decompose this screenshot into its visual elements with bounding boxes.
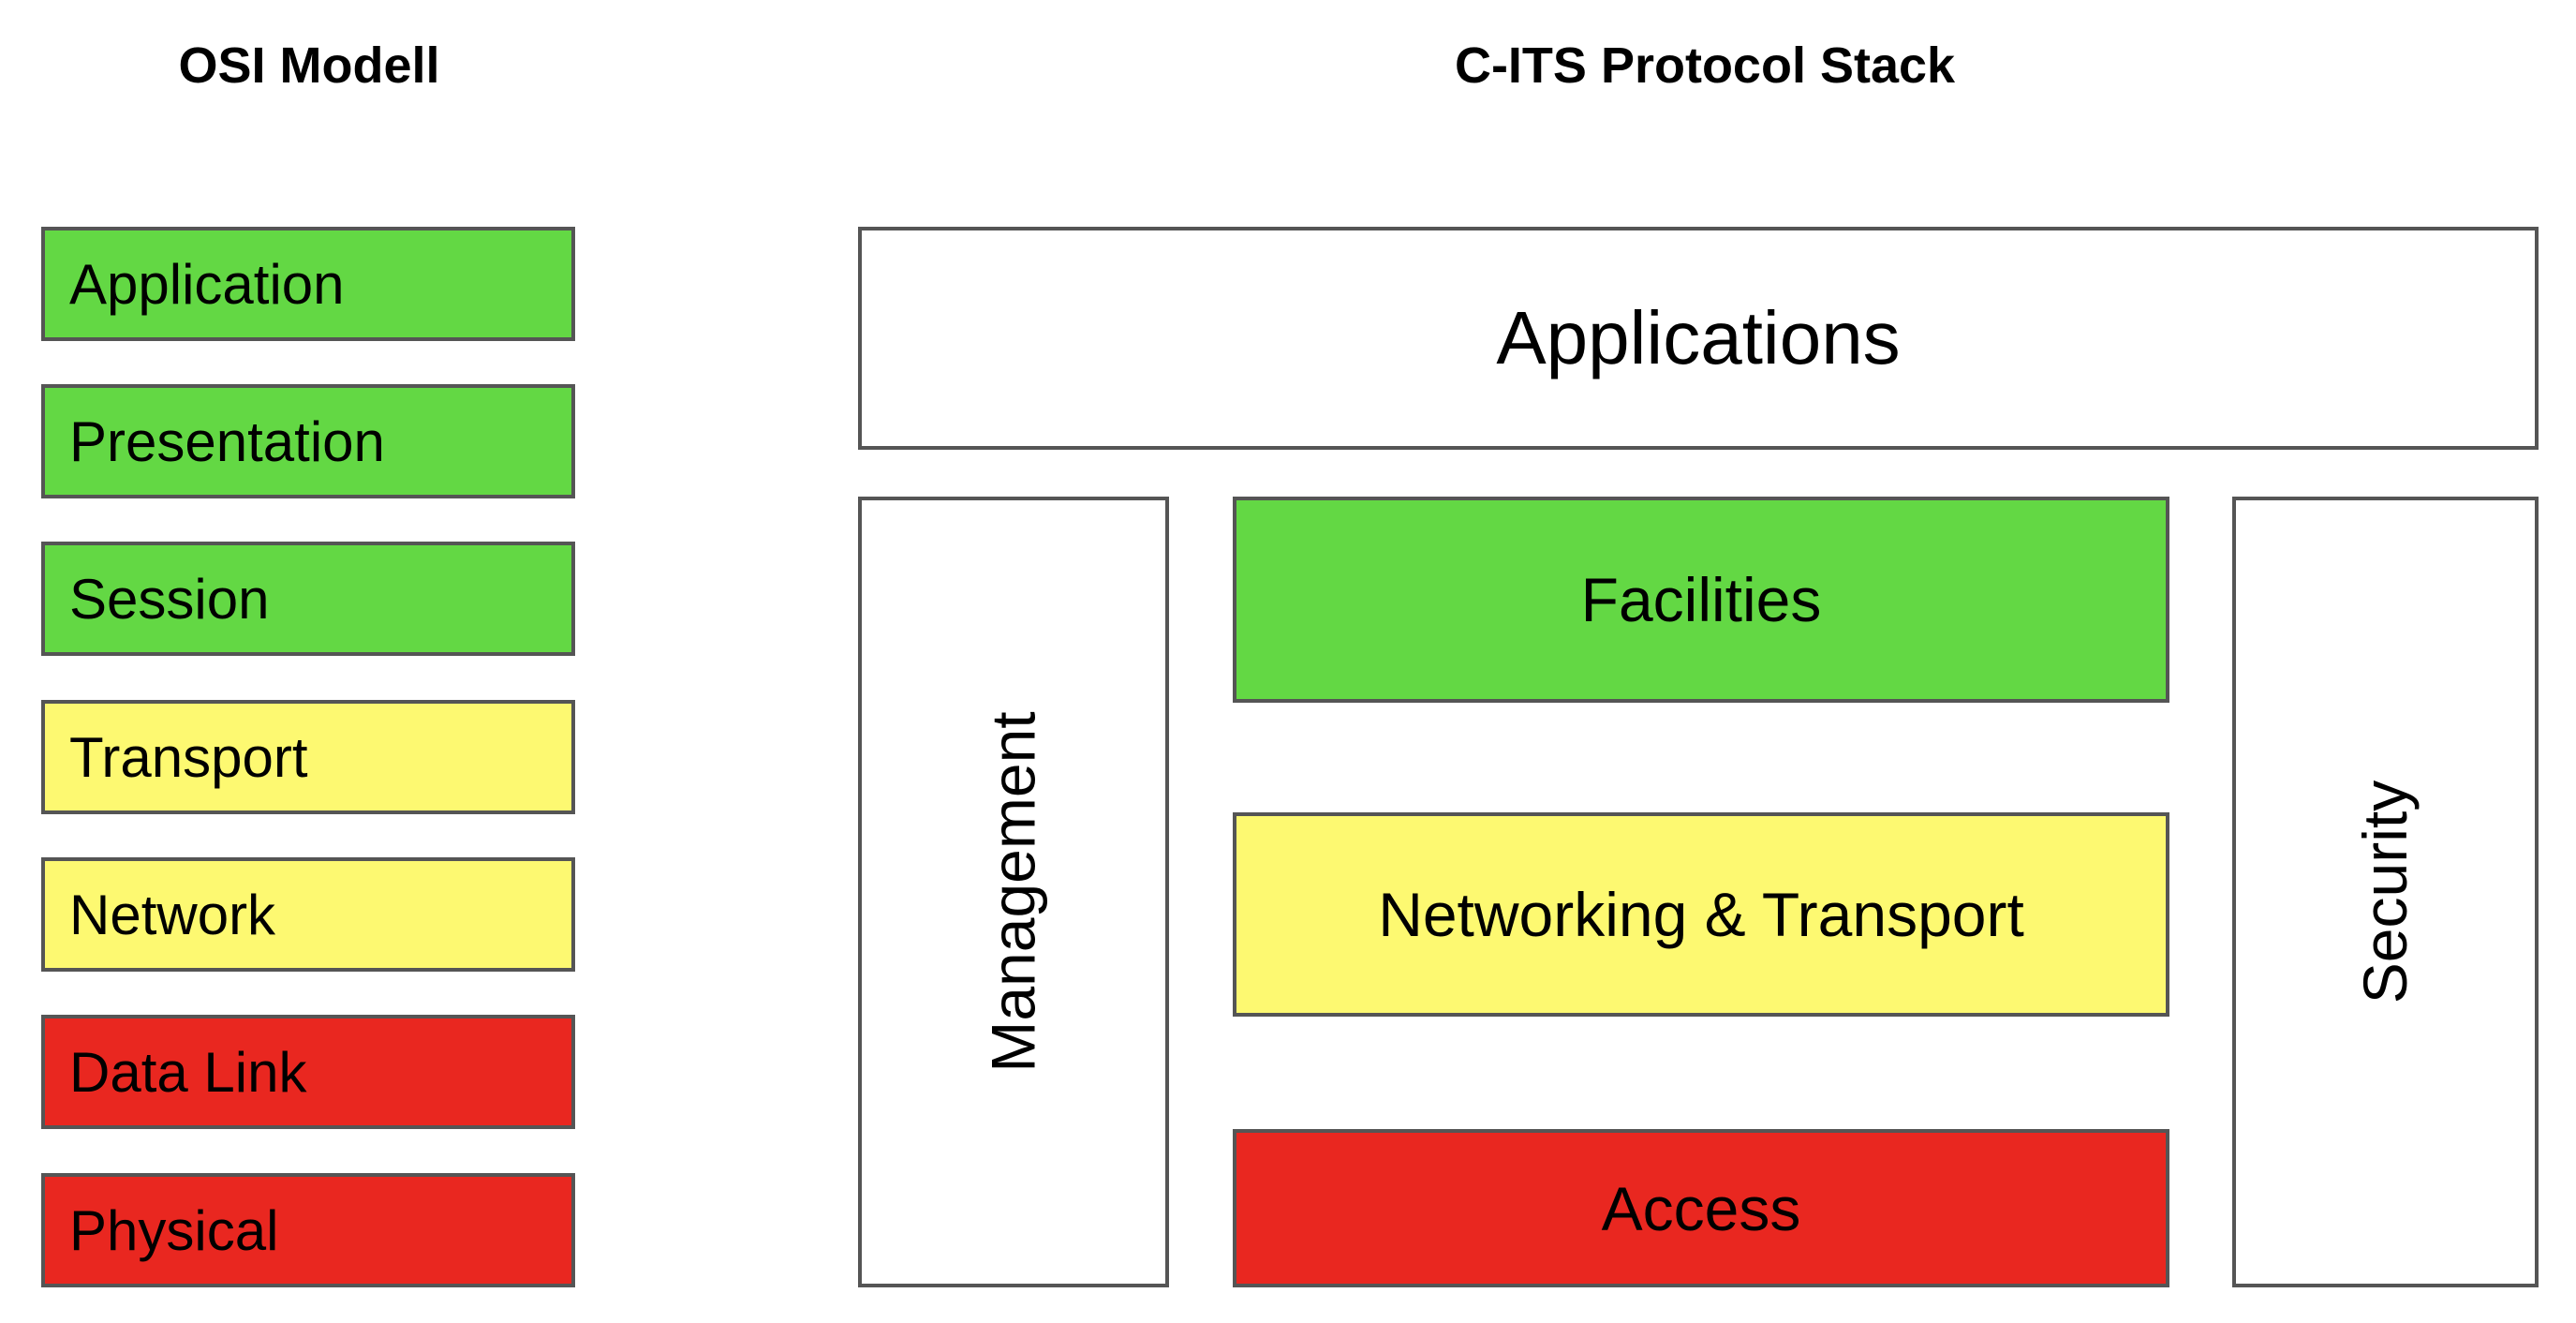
osi-layer-label: Data Link [69,1040,307,1104]
cits-applications-label: Applications [1496,296,1901,379]
cits-facilities-label: Facilities [1580,565,1822,634]
cits-access-label: Access [1601,1173,1801,1243]
osi-layer-label: Presentation [69,409,385,473]
cits-stack-title: C-ITS Protocol Stack [1454,37,1956,94]
osi-layer-label: Session [69,567,270,631]
cits-access-block: Access [1233,1129,2169,1287]
osi-layer-label: Transport [69,725,308,789]
cits-security-label: Security [2350,780,2421,1004]
osi-layer-data-link: Data Link [41,1015,575,1129]
osi-layer-session: Session [41,542,575,656]
cits-networking-transport-label: Networking & Transport [1378,880,2024,949]
cits-networking-transport-block: Networking & Transport [1233,812,2169,1017]
osi-model-title: OSI Modell [178,37,440,94]
osi-layer-presentation: Presentation [41,384,575,498]
cits-security-block: Security [2232,497,2539,1287]
osi-layer-label: Application [69,252,345,316]
osi-layer-label: Network [69,883,276,946]
osi-layer-transport: Transport [41,700,575,814]
osi-layer-physical: Physical [41,1173,575,1287]
osi-layer-label: Physical [69,1198,279,1262]
cits-facilities-block: Facilities [1233,497,2169,703]
osi-layer-network: Network [41,857,575,972]
osi-layer-application: Application [41,227,575,341]
cits-applications-block: Applications [858,227,2539,450]
cits-management-block: Management [858,497,1169,1287]
cits-management-label: Management [979,711,1048,1073]
